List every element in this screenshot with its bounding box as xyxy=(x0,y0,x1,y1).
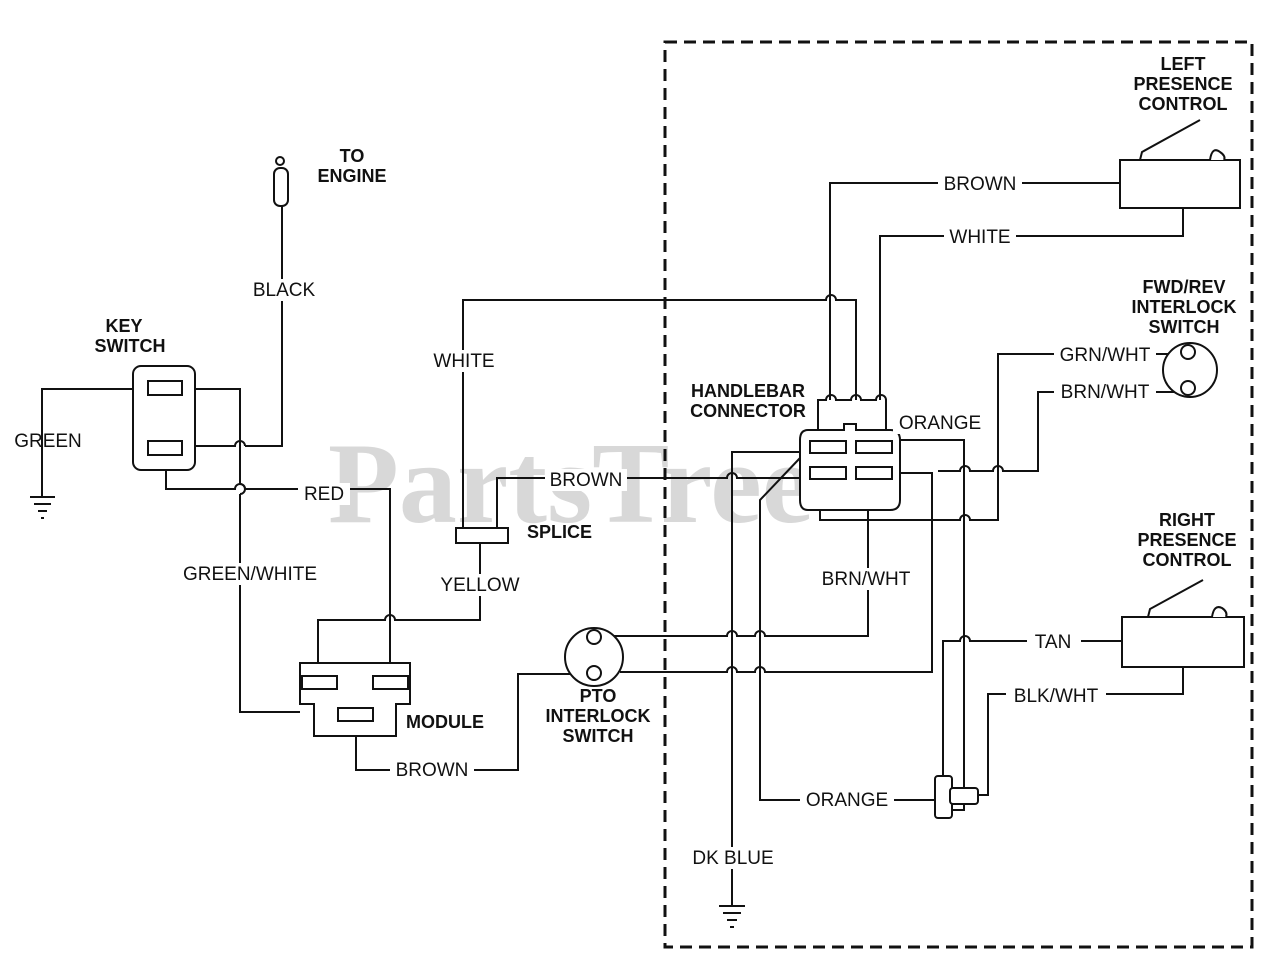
label-wire-brn-wht-mid: BRN/WHT xyxy=(822,569,911,590)
left-presence-control xyxy=(1119,119,1241,209)
label-right-presence-2: PRESENCE xyxy=(1137,530,1236,550)
splice xyxy=(455,527,509,544)
module xyxy=(299,662,411,737)
wire-red xyxy=(165,455,391,675)
label-pto-1: PTO xyxy=(580,686,617,706)
wire-blk-wht xyxy=(975,666,1184,796)
wire-brn-wht-fwd xyxy=(938,391,1185,472)
label-wire-green-white: GREEN/WHITE xyxy=(183,564,317,585)
relay-connector xyxy=(934,775,979,819)
engine-connector xyxy=(273,156,289,207)
fwd-rev-interlock-switch xyxy=(1162,342,1218,398)
label-pto-3: SWITCH xyxy=(563,726,634,746)
ground-symbol-dk-blue xyxy=(719,905,745,928)
wire-green xyxy=(41,388,148,496)
wire-white-left xyxy=(879,208,1184,400)
handlebar-boundary xyxy=(663,40,1254,949)
label-pto-2: INTERLOCK xyxy=(546,706,651,726)
label-wire-brown-left: BROWN xyxy=(944,174,1017,195)
label-engine-1: TO xyxy=(340,146,365,166)
wire-grn-wht xyxy=(819,353,1185,521)
wire-brown-left xyxy=(829,182,1120,400)
label-right-presence-1: RIGHT xyxy=(1159,510,1215,530)
wire-pto-bottom xyxy=(620,472,933,673)
label-right-presence-3: CONTROL xyxy=(1143,550,1232,570)
label-splice: SPLICE xyxy=(527,522,592,542)
label-fwd-rev-2: INTERLOCK xyxy=(1132,297,1237,317)
wire-key-gw xyxy=(182,388,241,484)
label-key-switch-2: SWITCH xyxy=(95,336,166,356)
label-left-presence-3: CONTROL xyxy=(1139,94,1228,114)
wire-green-white xyxy=(239,494,300,713)
label-wire-green: GREEN xyxy=(14,431,82,452)
label-wire-white-left: WHITE xyxy=(949,227,1010,248)
key-switch xyxy=(132,365,196,471)
wire-hb-top xyxy=(817,394,887,430)
wire-brown-module xyxy=(355,673,590,771)
label-wire-orange-bottom: ORANGE xyxy=(806,790,888,811)
label-wire-brown-splice: BROWN xyxy=(550,470,623,491)
label-handlebar-1: HANDLEBAR xyxy=(691,381,805,401)
label-fwd-rev-1: FWD/REV xyxy=(1143,277,1226,297)
label-wire-brn-wht-fwd: BRN/WHT xyxy=(1061,382,1150,403)
label-wire-red: RED xyxy=(304,484,344,505)
wire-tan xyxy=(942,635,1122,778)
label-wire-orange-top: ORANGE xyxy=(899,413,981,434)
label-key-switch-1: KEY xyxy=(105,316,142,336)
label-wire-grn-wht: GRN/WHT xyxy=(1060,345,1151,366)
wire-pto-brnwht xyxy=(603,505,869,637)
label-wire-dk-blue: DK BLUE xyxy=(692,848,773,869)
handlebar-connector xyxy=(799,423,901,511)
label-handlebar-2: CONNECTOR xyxy=(690,401,806,421)
label-left-presence-2: PRESENCE xyxy=(1133,74,1232,94)
wire-dk-blue xyxy=(731,451,800,905)
label-wire-tan: TAN xyxy=(1035,632,1072,653)
label-wire-yellow: YELLOW xyxy=(440,575,519,596)
label-wire-black: BLACK xyxy=(253,280,316,301)
label-module: MODULE xyxy=(406,712,484,732)
wire-black xyxy=(245,205,283,447)
wire-orange-top xyxy=(895,439,965,811)
wire-yellow xyxy=(317,543,481,675)
label-wire-blk-wht: BLK/WHT xyxy=(1014,686,1099,707)
label-left-presence-1: LEFT xyxy=(1161,54,1206,74)
right-presence-control xyxy=(1121,579,1245,668)
label-wire-white-splice: WHITE xyxy=(433,351,494,372)
ground-symbol xyxy=(30,496,55,519)
pto-interlock-switch xyxy=(564,627,624,687)
label-fwd-rev-3: SWITCH xyxy=(1149,317,1220,337)
label-wire-brown-module: BROWN xyxy=(396,760,469,781)
label-engine-2: ENGINE xyxy=(317,166,386,186)
